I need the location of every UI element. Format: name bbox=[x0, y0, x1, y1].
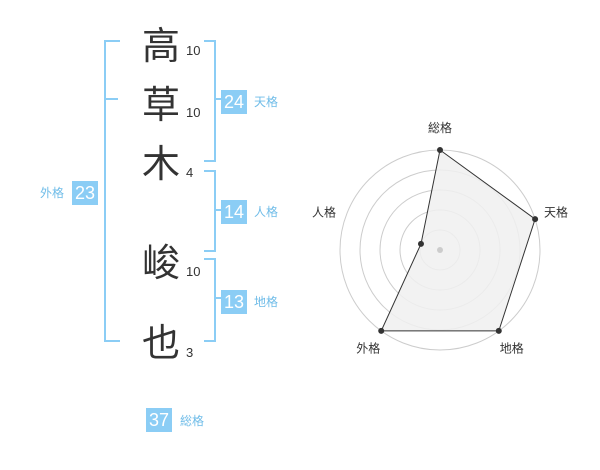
name-char-5: 也 bbox=[141, 321, 180, 365]
soukaku-label: 総格 bbox=[180, 414, 205, 428]
stroke-count-2: 10 bbox=[186, 105, 201, 120]
soukaku-value-badge: 37 bbox=[146, 408, 173, 432]
radar-axis-label-1: 総格 bbox=[428, 120, 452, 135]
gaikaku-bracket-tick bbox=[104, 98, 118, 100]
stroke-count-5: 3 bbox=[186, 345, 194, 360]
chikaku-label: 地格 bbox=[254, 295, 279, 309]
stroke-count-1: 10 bbox=[186, 43, 201, 58]
jinkaku-value-badge: 14 bbox=[221, 200, 248, 224]
tenkaku-value-badge: 24 bbox=[221, 90, 248, 114]
name-char-1: 高 bbox=[141, 24, 180, 68]
radar-axis-label-3: 地格 bbox=[500, 341, 524, 356]
chikaku-connector bbox=[214, 297, 222, 299]
radar-axis-label-2: 天格 bbox=[544, 204, 568, 219]
tenkaku-bracket bbox=[204, 40, 216, 162]
gaikaku-bracket bbox=[104, 40, 120, 342]
gaikaku-label: 外格 bbox=[40, 186, 65, 200]
name-char-4: 峻 bbox=[141, 241, 180, 285]
name-char-2: 草 bbox=[141, 83, 180, 127]
jinkaku-label: 人格 bbox=[254, 205, 279, 219]
tenkaku-connector bbox=[214, 98, 222, 100]
radar-point-2 bbox=[532, 216, 539, 223]
radar-center-dot bbox=[437, 247, 443, 253]
stroke-count-4: 10 bbox=[186, 264, 201, 279]
jinkaku-bracket bbox=[204, 170, 216, 252]
stroke-count-3: 4 bbox=[186, 165, 194, 180]
jinkaku-connector bbox=[214, 209, 222, 211]
name-char-3: 木 bbox=[141, 142, 180, 186]
radar-point-3 bbox=[495, 327, 502, 334]
radar-point-1 bbox=[437, 147, 443, 153]
radar-series-polygon bbox=[380, 149, 536, 332]
radar-point-4 bbox=[378, 327, 385, 334]
tenkaku-label: 天格 bbox=[254, 95, 279, 109]
gaikaku-value-badge: 23 bbox=[72, 181, 99, 205]
chikaku-value-badge: 13 bbox=[221, 290, 248, 314]
radar-axis-label-5: 人格 bbox=[312, 204, 336, 219]
radar-point-5 bbox=[417, 240, 424, 247]
radar-axis-label-4: 外格 bbox=[356, 341, 380, 356]
chikaku-bracket bbox=[204, 258, 216, 342]
